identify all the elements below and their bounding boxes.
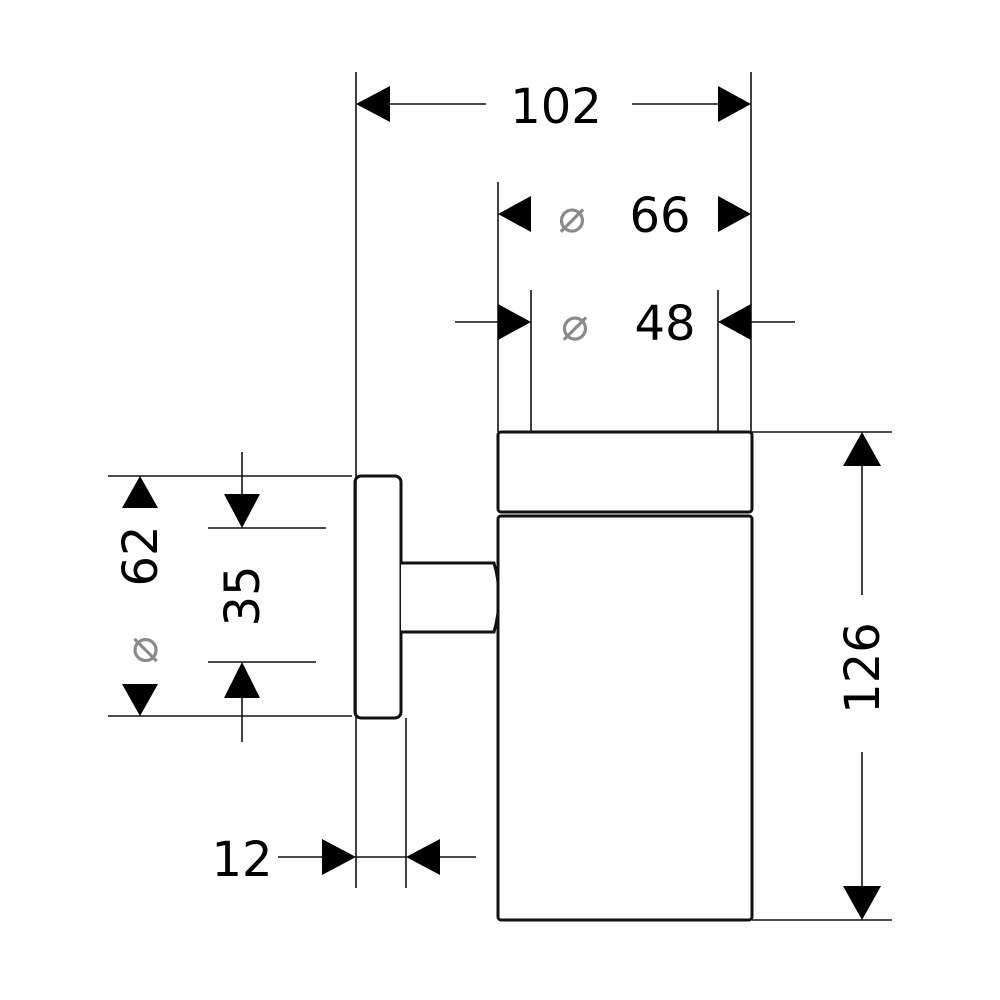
wall-plate-thickness-label: 12 bbox=[211, 832, 272, 888]
arrowhead bbox=[498, 304, 531, 340]
height-label: 126 bbox=[835, 622, 891, 714]
dim-inner-diameter: ⌀ 48 bbox=[455, 296, 795, 352]
outer-diameter-label: 66 bbox=[629, 188, 690, 244]
mount-spacing-label: 35 bbox=[215, 565, 271, 626]
diameter-symbol: ⌀ bbox=[558, 189, 586, 243]
diameter-symbol: ⌀ bbox=[114, 636, 168, 664]
arrowhead bbox=[224, 662, 260, 698]
diameter-symbol: ⌀ bbox=[561, 297, 589, 351]
arrowhead bbox=[718, 86, 751, 122]
arrowhead bbox=[718, 304, 751, 340]
part-outlines bbox=[353, 430, 754, 922]
arrowhead bbox=[122, 684, 158, 716]
overall-depth-label: 102 bbox=[510, 79, 602, 135]
arrowhead bbox=[843, 886, 881, 920]
arrowhead bbox=[718, 196, 751, 232]
dim-wall-plate-diameter: 62 ⌀ bbox=[113, 476, 169, 716]
wall-plate bbox=[353, 474, 403, 720]
connector-arm bbox=[401, 561, 501, 634]
dim-overall-depth: 102 bbox=[356, 79, 751, 135]
arrowhead bbox=[843, 432, 881, 466]
arrowhead bbox=[406, 839, 440, 875]
dim-wall-plate-thickness: 12 bbox=[211, 832, 476, 888]
dim-outer-diameter: ⌀ 66 bbox=[498, 188, 751, 244]
arrowhead bbox=[322, 839, 356, 875]
arrowhead bbox=[122, 476, 158, 508]
holder-rim bbox=[496, 430, 754, 514]
holder-body bbox=[496, 514, 754, 922]
dim-mount-spacing: 35 bbox=[215, 452, 271, 742]
arrowhead bbox=[498, 196, 531, 232]
arrowhead bbox=[224, 494, 260, 528]
arrowhead bbox=[356, 86, 390, 122]
extension-lines bbox=[108, 72, 892, 921]
inner-diameter-label: 48 bbox=[634, 296, 695, 352]
dim-height: 126 bbox=[835, 432, 891, 920]
wall-plate-diameter-label: 62 bbox=[113, 525, 169, 586]
